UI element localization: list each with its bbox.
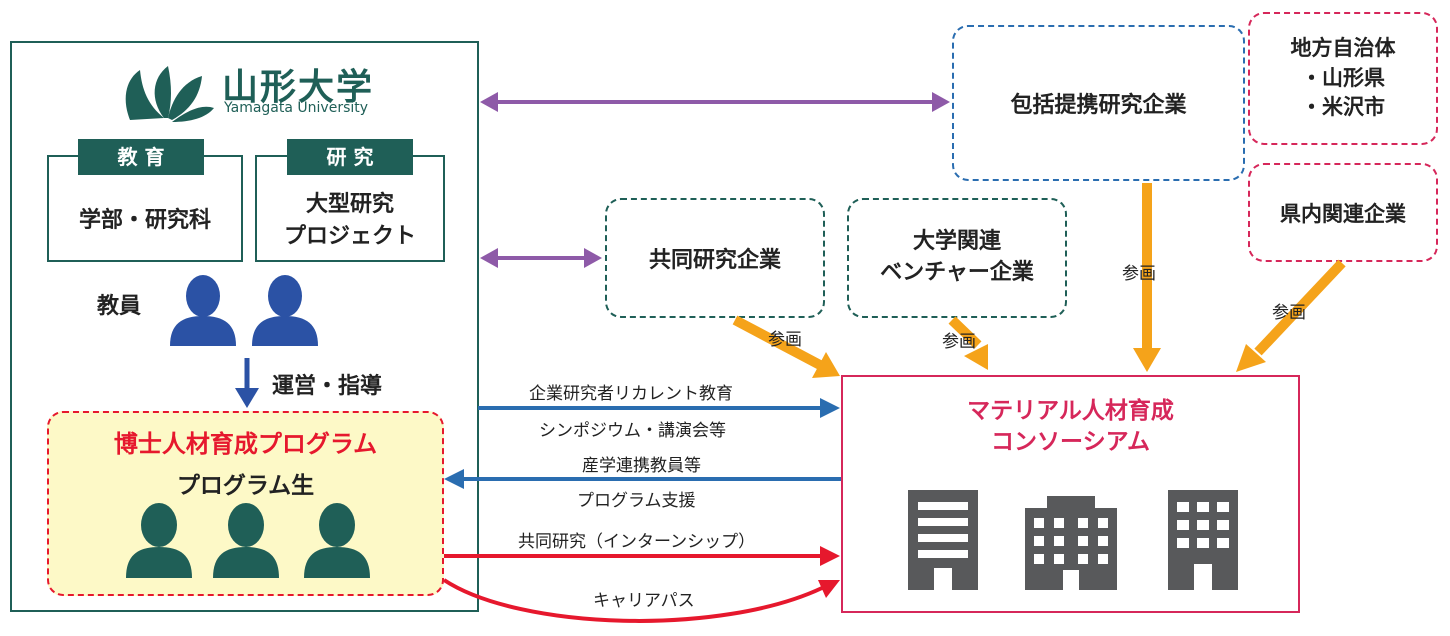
research-body: 大型研究 プロジェクト [283,191,416,249]
venture-label: 大学関連 ベンチャー企業 [880,229,1034,285]
local-government-label: 地方自治体 ・山形県 ・米沢市 [1290,36,1396,120]
program-students-label: プログラム生 [176,473,315,499]
prefecture-companies-box: 県内関連企業 [1248,163,1438,262]
local-government-box: 地方自治体 ・山形県 ・米沢市 [1248,12,1438,145]
faculty-person-icon [170,275,236,346]
joint-internship-label: 共同研究（インターンシップ） [518,532,756,552]
university-name-en: Yamagata University [224,100,369,116]
participate-arrow [732,315,840,378]
faculty-label: 教員 [97,294,142,319]
joint-research-label: 共同研究企業 [648,248,781,273]
career-path-arrow [442,578,840,623]
joint-research-box: 共同研究企業 [605,198,825,318]
university-name-jp: 山形大学 [222,67,375,108]
building-icon [1025,496,1117,590]
participate-arrow [1133,183,1161,372]
building-icon [908,490,978,590]
joint-research-arrow [444,546,840,566]
consortium-title: マテリアル人材育成 コンソーシアム [967,398,1174,456]
participate-label: 参画 [768,330,802,350]
research-tab: 研 究 [287,139,413,175]
student-person-icon [126,503,192,578]
participate-arrow [948,316,988,370]
comprehensive-partner-label: 包括提携研究企業 [1010,93,1187,118]
participate-label: 参画 [1272,303,1306,323]
education-tab: 教 育 [78,139,204,175]
comprehensive-partner-box: 包括提携研究企業 [952,25,1245,181]
building-icon [1168,490,1238,590]
recurrent-education-label: 企業研究者リカレント教育 [529,384,733,404]
consortium-to-program-arrow [444,469,841,489]
participate-arrow [1236,259,1346,372]
management-arrow [235,358,259,408]
purple-double-arrow [480,248,602,268]
purple-double-arrow [480,92,950,112]
career-path-label: キャリアパス [593,591,695,611]
symposium-label: シンポジウム・講演会等 [539,421,726,441]
phd-program-title: 博士人材育成プログラム [113,430,378,458]
student-person-icon [304,503,370,578]
faculty-collab-label: 産学連携教員等 [582,456,701,476]
yamagata-university-logo-icon [125,66,214,122]
prefecture-companies-label: 県内関連企業 [1280,201,1406,226]
venture-box: 大学関連 ベンチャー企業 [847,198,1067,318]
education-to-consortium-arrow [478,398,840,418]
participate-label: 参画 [942,332,976,352]
faculty-person-icon [252,275,318,346]
education-body: 学部・研究科 [78,207,211,233]
student-person-icon [213,503,279,578]
university-frame [10,41,479,612]
program-support-label: プログラム支援 [577,491,696,511]
management-label: 運営・指導 [272,374,383,399]
participate-label: 参画 [1122,264,1156,284]
